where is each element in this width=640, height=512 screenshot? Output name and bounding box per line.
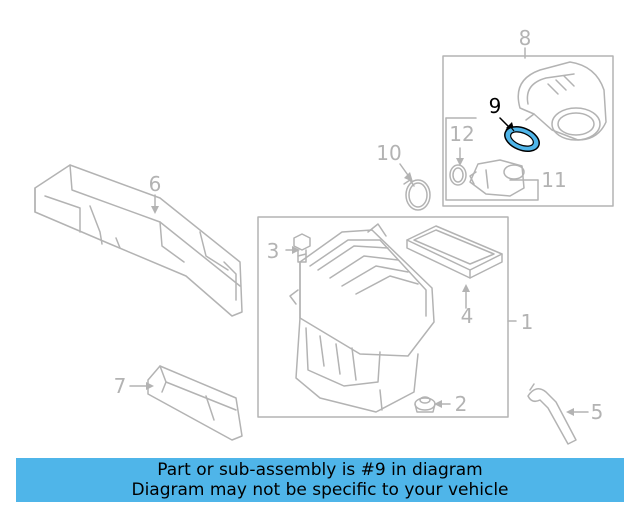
label-part-8: 8: [519, 26, 532, 50]
label-part-1: 1: [521, 310, 534, 334]
label-part-5: 5: [591, 400, 604, 424]
bolt-part-3: [293, 233, 311, 263]
filter-element-part-4: [406, 225, 503, 279]
label-part-3: 3: [267, 239, 280, 263]
info-banner: Part or sub-assembly is #9 in diagram Di…: [16, 458, 624, 502]
highlighted-clamp-part-9: [504, 125, 540, 152]
label-part-2: 2: [455, 392, 468, 416]
air-duct-part-6: [34, 164, 243, 317]
label-part-9: 9: [489, 94, 502, 118]
grommet-part-2: [414, 396, 436, 413]
intake-hose-part-8: [517, 61, 607, 141]
label-part-7: 7: [114, 374, 127, 398]
label-part-12: 12: [449, 122, 474, 146]
label-part-6: 6: [149, 172, 162, 196]
o-ring-part-12: [449, 164, 467, 186]
resonator-pipe-part-11: [469, 159, 525, 197]
resonator-subgroup-box: [445, 117, 539, 201]
label-part-4: 4: [461, 304, 474, 328]
label-part-11: 11: [541, 168, 566, 192]
exploded-parts-diagram: 8 9 12 10 11 6 3 4 1 2 5 7: [34, 26, 614, 445]
intake-hose-group-box: [442, 55, 614, 207]
hose-clamp-part-10: [403, 179, 431, 211]
inlet-duct-part-7: [147, 365, 243, 441]
drain-tube-part-5: [527, 383, 577, 445]
air-cleaner-group-box: [257, 216, 509, 418]
banner-line-part-info: Part or sub-assembly is #9 in diagram: [157, 460, 483, 480]
label-part-10: 10: [376, 141, 401, 165]
air-cleaner-housing-part-1: [289, 223, 435, 413]
banner-line-disclaimer: Diagram may not be specific to your vehi…: [131, 480, 509, 500]
